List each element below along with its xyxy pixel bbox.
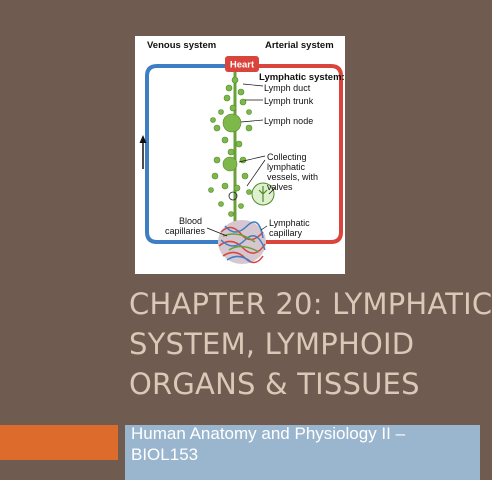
heart-label: Heart	[230, 60, 255, 71]
lymph-vessel-chain	[208, 72, 253, 226]
slide-subtitle: Human Anatomy and Physiology II – BIOL15…	[131, 423, 476, 465]
lymph-node-label: Lymph node	[264, 116, 313, 126]
lymph-duct-label: Lymph duct	[264, 83, 311, 93]
collecting-vessels-label-1: Collecting	[267, 152, 307, 162]
arterial-vessel	[247, 64, 343, 244]
up-arrow-icon	[139, 135, 147, 169]
subtitle-line-1: Human Anatomy and Physiology II –	[131, 424, 406, 443]
lymphatic-system-label: Lymphatic system:	[259, 72, 345, 83]
arterial-system-label: Arterial system	[265, 40, 334, 51]
accent-bar-orange	[0, 425, 118, 460]
blood-capillaries-label-2: capillaries	[165, 226, 206, 236]
accent-bar-blue	[125, 425, 480, 480]
venous-system-label: Venous system	[147, 40, 216, 51]
title-line-3: ORGANS & TISSUES	[129, 367, 420, 401]
lymphatic-capillary-label-2: capillary	[269, 228, 303, 238]
lymphatic-system-figure: Heart	[135, 36, 345, 274]
slide-title: CHAPTER 20: LYMPHATIC SYSTEM, LYMPHOID O…	[129, 284, 492, 404]
title-line-1: CHAPTER 20: LYMPHATIC	[129, 287, 492, 321]
title-line-2: SYSTEM, LYMPHOID	[129, 327, 415, 361]
heart-box	[225, 56, 259, 72]
lymph-trunk-label: Lymph trunk	[264, 96, 314, 106]
collecting-vessels-label-2: lymphatic	[267, 162, 306, 172]
subtitle-line-2: BIOL153	[131, 445, 199, 464]
collecting-vessels-label-3: vessels, with	[267, 172, 318, 182]
lymph-node-lower	[222, 156, 238, 172]
lymph-node	[222, 113, 242, 133]
collecting-vessels-label-4: valves	[267, 182, 293, 192]
lymphatic-capillary-label-1: Lymphatic	[269, 218, 310, 228]
venous-vessel	[145, 64, 227, 244]
blood-capillaries-label-1: Blood	[179, 216, 202, 226]
capillary-bed	[218, 220, 266, 264]
